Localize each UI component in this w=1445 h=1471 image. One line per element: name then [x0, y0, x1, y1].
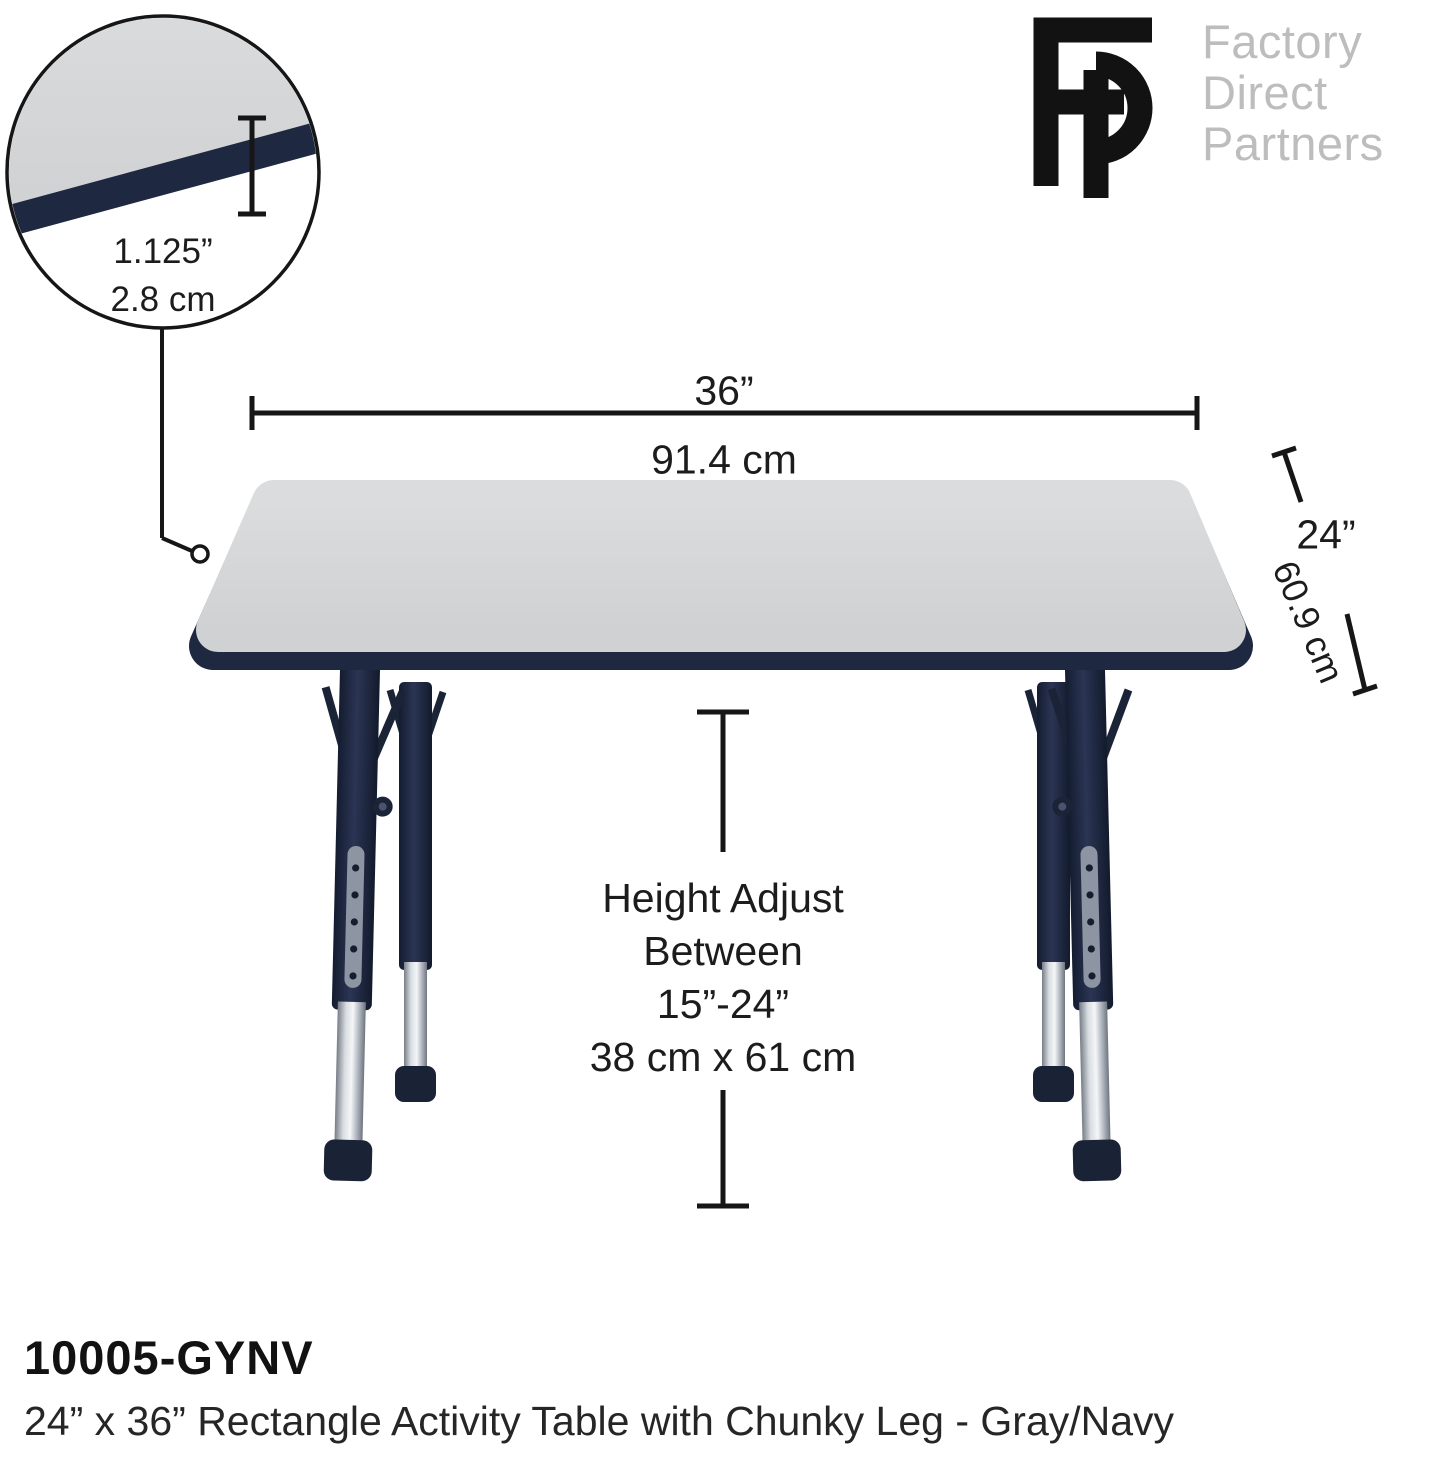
product-sku: 10005-GYNV	[24, 1331, 314, 1384]
leg-upper-tube	[1037, 682, 1070, 970]
leg-chrome-section	[1079, 1001, 1111, 1149]
depth-inches-label: 24”	[1296, 511, 1356, 558]
leg-chrome-section	[1042, 962, 1065, 1074]
height-adjust-label: Height Adjust Between 15”-24” 38 cm x 61…	[590, 872, 857, 1084]
brand-line-3: Partners	[1202, 117, 1384, 170]
front-left-leg	[321, 659, 407, 1182]
thickness-cm-label: 2.8 cm	[110, 280, 216, 319]
product-description: 24” x 36” Rectangle Activity Table with …	[24, 1398, 1175, 1444]
leg-upper-tube	[1064, 659, 1114, 1011]
leg-upper-tube	[331, 659, 381, 1011]
leg-chrome-section	[334, 1001, 366, 1149]
height-adjust-strip	[344, 845, 365, 988]
thickness-marker	[238, 115, 266, 217]
callout-leader-elbow	[161, 536, 193, 553]
leg-foot-cap	[395, 1066, 436, 1102]
height-adjust-line-1: Height Adjust	[602, 875, 844, 921]
brand-wordmark: Factory Direct Partners	[1202, 16, 1384, 169]
height-adjust-line-2: Between	[643, 928, 803, 974]
fdp-logo-icon	[1033, 17, 1153, 198]
front-right-leg	[1047, 659, 1133, 1182]
callout-target-ring	[190, 544, 210, 564]
thumbscrew-knob-center	[378, 802, 387, 811]
back-left-leg	[386, 682, 447, 1102]
adjustment-holes	[349, 864, 360, 980]
tabletop	[189, 480, 1253, 670]
leg-upper-tube	[399, 682, 432, 970]
width-dimension-line	[249, 396, 1200, 430]
thumbscrew-knob-center	[1058, 802, 1067, 811]
height-dimension-line	[697, 709, 749, 1209]
depth-dimension-line	[1271, 445, 1378, 697]
zoomed-edge-band	[9, 118, 317, 242]
detail-callout	[5, 14, 321, 564]
width-cm-label: 91.4 cm	[651, 436, 797, 483]
leg-chrome-section	[404, 962, 427, 1074]
thickness-inches-label: 1.125”	[113, 232, 213, 271]
leg-foot-cap	[1072, 1139, 1122, 1182]
height-adjust-line-4: 38 cm x 61 cm	[589, 1034, 857, 1080]
brand-line-2: Direct	[1202, 66, 1328, 119]
brand-line-1: Factory	[1202, 15, 1363, 68]
height-adjust-strip	[1080, 845, 1101, 988]
leg-foot-cap	[1033, 1066, 1074, 1102]
height-adjust-line-3: 15”-24”	[656, 981, 790, 1027]
tabletop-surface	[196, 480, 1246, 652]
back-right-leg	[1024, 682, 1085, 1102]
adjustment-holes	[1085, 864, 1096, 980]
leg-foot-cap	[323, 1139, 373, 1182]
width-inches-label: 36”	[694, 367, 754, 414]
